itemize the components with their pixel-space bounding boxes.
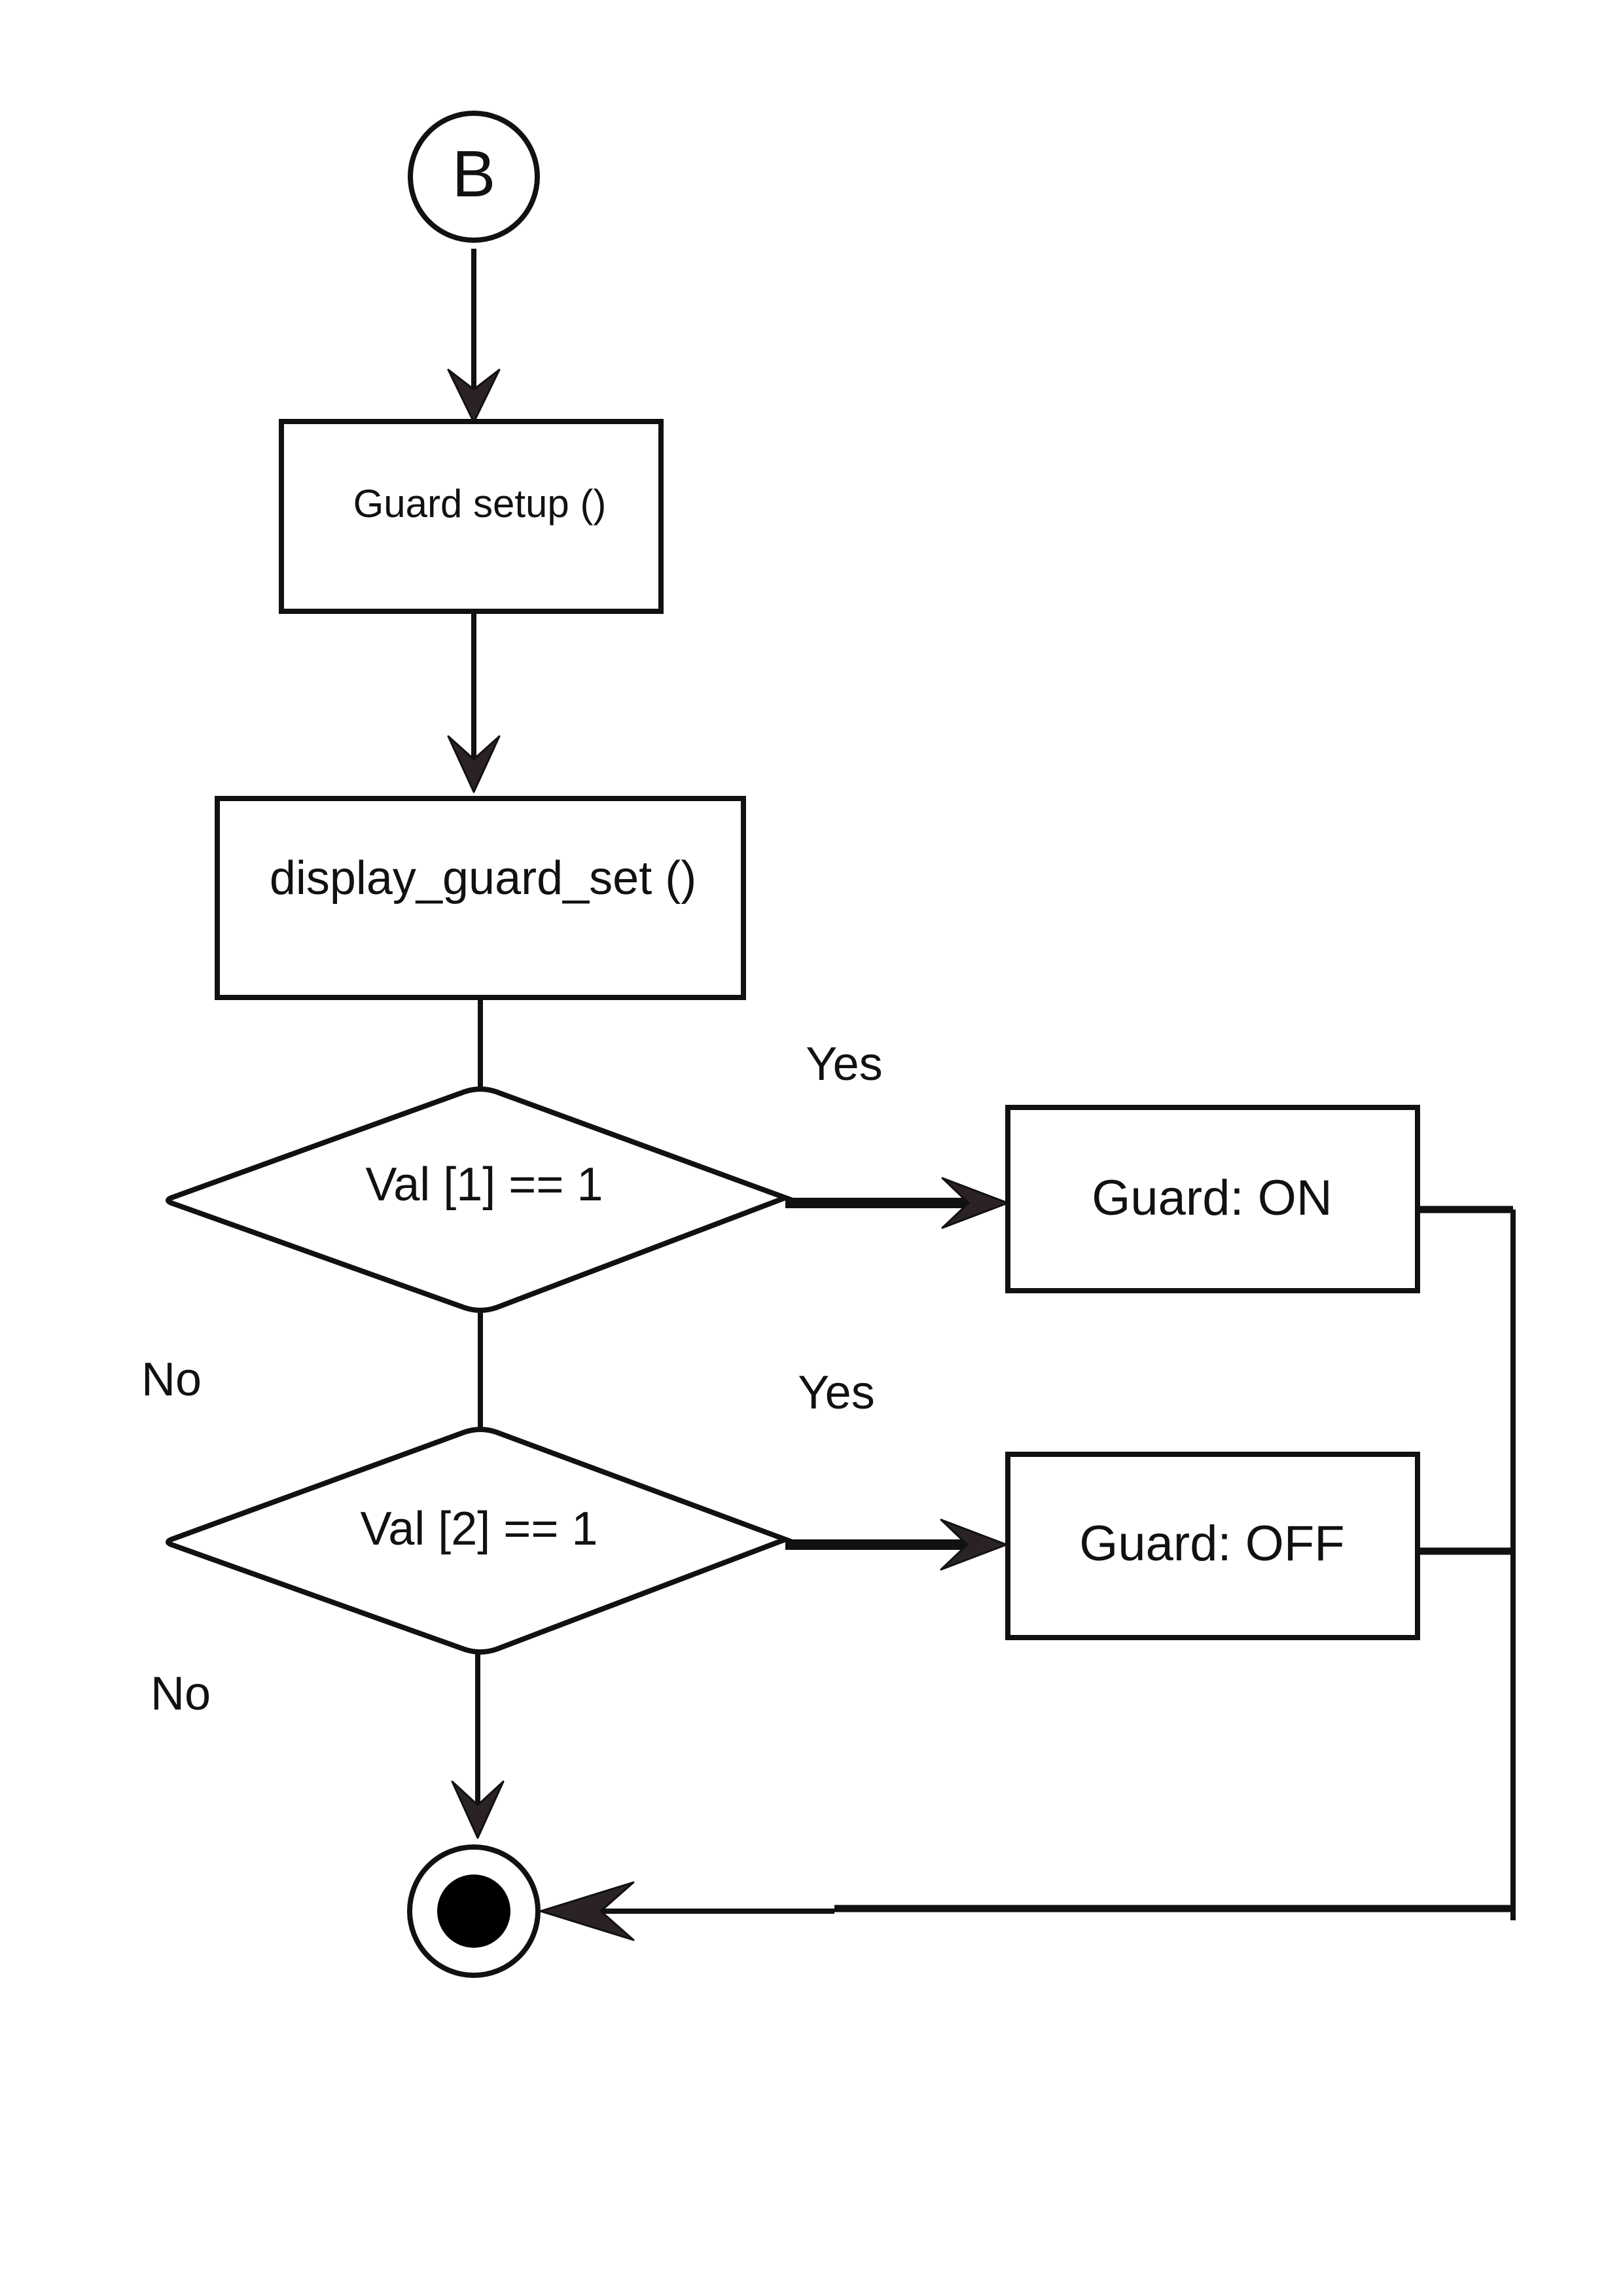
guard-on-box bbox=[1005, 1105, 1420, 1293]
guard-off-box bbox=[1005, 1452, 1420, 1640]
guard-off-node: Guard: OFF bbox=[1005, 1452, 1420, 1640]
arrowhead-icon bbox=[940, 1518, 1008, 1571]
display-guard-set-node: display_guard_set () bbox=[215, 796, 746, 1000]
display-guard-set-label: display_guard_set () bbox=[270, 852, 696, 905]
edge-merge-to-end bbox=[539, 1206, 1516, 1941]
arrowhead-icon bbox=[447, 368, 501, 423]
decision-val1-diamond bbox=[166, 1086, 793, 1313]
start-connector-circle bbox=[408, 111, 540, 243]
edge-decision-2-to-guard-off bbox=[785, 1518, 1008, 1571]
edge-label-val1-no: No bbox=[141, 1354, 202, 1406]
guard-setup-label: Guard setup () bbox=[353, 482, 607, 526]
guard-on-label: Guard: ON bbox=[1092, 1170, 1332, 1226]
arrowhead-icon bbox=[447, 735, 501, 793]
edge-guard-setup-to-display bbox=[447, 611, 501, 793]
arrowhead-icon bbox=[941, 1177, 1009, 1229]
decision-val1-node: Val [1] == 1 bbox=[166, 1086, 793, 1313]
decision-val2-label: Val [2] == 1 bbox=[361, 1503, 598, 1555]
final-state-inner-dot bbox=[437, 1874, 510, 1948]
start-connector: B bbox=[408, 111, 540, 243]
edge-decision-2-to-end bbox=[451, 1653, 505, 1839]
arrowhead-icon bbox=[451, 1780, 505, 1839]
edge-label-val1-yes: Yes bbox=[806, 1038, 882, 1090]
edge-start-to-guard-setup bbox=[447, 249, 501, 423]
guard-off-label: Guard: OFF bbox=[1079, 1516, 1344, 1571]
guard-setup-node: Guard setup () bbox=[279, 419, 664, 614]
edge-label-val2-yes: Yes bbox=[798, 1367, 874, 1419]
arrowhead-icon bbox=[539, 1881, 635, 1941]
decision-val2-diamond bbox=[166, 1427, 793, 1655]
edge-decision-1-to-guard-on bbox=[785, 1177, 1009, 1229]
start-connector-label: B bbox=[452, 137, 496, 211]
edge-label-val2-no: No bbox=[151, 1668, 211, 1720]
decision-val1-label: Val [1] == 1 bbox=[366, 1158, 603, 1211]
decision-val2-node: Val [2] == 1 bbox=[166, 1427, 793, 1655]
final-state-node bbox=[407, 1844, 541, 1978]
guard-on-node: Guard: ON bbox=[1005, 1105, 1420, 1293]
